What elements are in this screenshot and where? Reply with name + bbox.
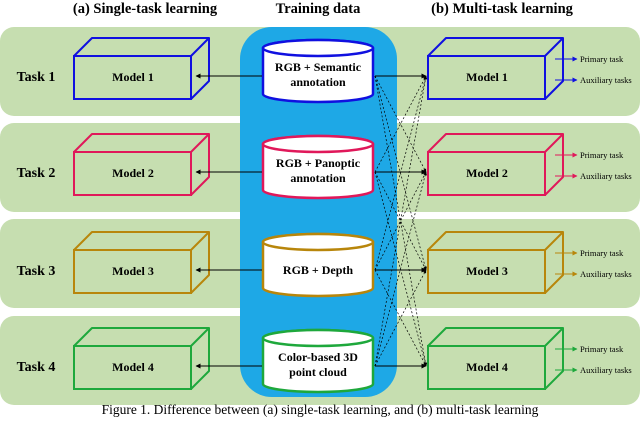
link-data-2-to-model-3	[374, 171, 427, 271]
cross-connections	[374, 73, 428, 369]
primary-task-label-2: Primary task	[580, 150, 624, 160]
single-model-label-3: Model 3	[112, 264, 154, 278]
training-data-line-3-1: RGB + Depth	[283, 263, 354, 277]
task-label-3: Task 3	[17, 264, 56, 279]
multi-model-label-1: Model 1	[466, 70, 508, 84]
multi-model-label-3: Model 3	[466, 264, 508, 278]
single-model-label-2: Model 2	[112, 166, 154, 180]
link-data-1-to-model-4	[374, 75, 428, 367]
auxiliary-task-label-3: Auxiliary tasks	[580, 269, 632, 279]
training-data-line-1-1: RGB + Semantic	[275, 60, 362, 74]
single-task-header: (a) Single-task learning	[73, 1, 218, 17]
multi-model-box-4	[427, 327, 564, 390]
primary-task-label-4: Primary task	[580, 344, 624, 354]
single-model-box-4	[73, 327, 210, 390]
multi-model-box-3	[427, 231, 564, 294]
multi-model-label-2: Model 2	[466, 166, 508, 180]
link-data-4-to-model-2	[374, 171, 427, 367]
training-data-line-4-1: Color-based 3D	[278, 350, 358, 364]
single-model-box-2	[73, 133, 210, 196]
training-data-cylinder-3: RGB + Depth	[261, 232, 375, 298]
single-model-label-4: Model 4	[112, 360, 154, 374]
training-data-line-2-2: annotation	[290, 171, 346, 185]
multi-task-header: (b) Multi-task learning	[431, 1, 574, 17]
multi-model-box-2	[427, 133, 564, 196]
auxiliary-task-label-4: Auxiliary tasks	[580, 365, 632, 375]
multi-model-box-1	[427, 37, 564, 100]
figure-caption: Figure 1. Difference between (a) single-…	[102, 402, 539, 417]
training-data-line-4-2: point cloud	[289, 365, 347, 379]
link-data-3-to-model-1	[374, 75, 427, 271]
multi-model-label-4: Model 4	[466, 360, 508, 374]
training-data-line-1-2: annotation	[290, 75, 346, 89]
task-label-1: Task 1	[17, 70, 56, 85]
single-model-label-1: Model 1	[112, 70, 154, 84]
auxiliary-task-label-2: Auxiliary tasks	[580, 171, 632, 181]
single-model-box-1	[73, 37, 210, 100]
training-data-line-2-1: RGB + Panoptic	[276, 156, 361, 170]
link-data-4-to-model-1	[374, 75, 428, 367]
single-model-box-3	[73, 231, 210, 294]
primary-task-label-1: Primary task	[580, 54, 624, 64]
auxiliary-task-label-1: Auxiliary tasks	[580, 75, 632, 85]
task-row-3: Task 3 Model 3 RGB + Depth Model 3 Primary t…	[17, 231, 632, 298]
training-data-panel	[240, 27, 397, 397]
task-label-2: Task 2	[17, 166, 56, 181]
training-data-header: Training data	[276, 1, 361, 17]
primary-task-label-3: Primary task	[580, 248, 624, 258]
link-data-3-to-model-2	[374, 171, 427, 271]
task-label-4: Task 4	[17, 360, 56, 375]
